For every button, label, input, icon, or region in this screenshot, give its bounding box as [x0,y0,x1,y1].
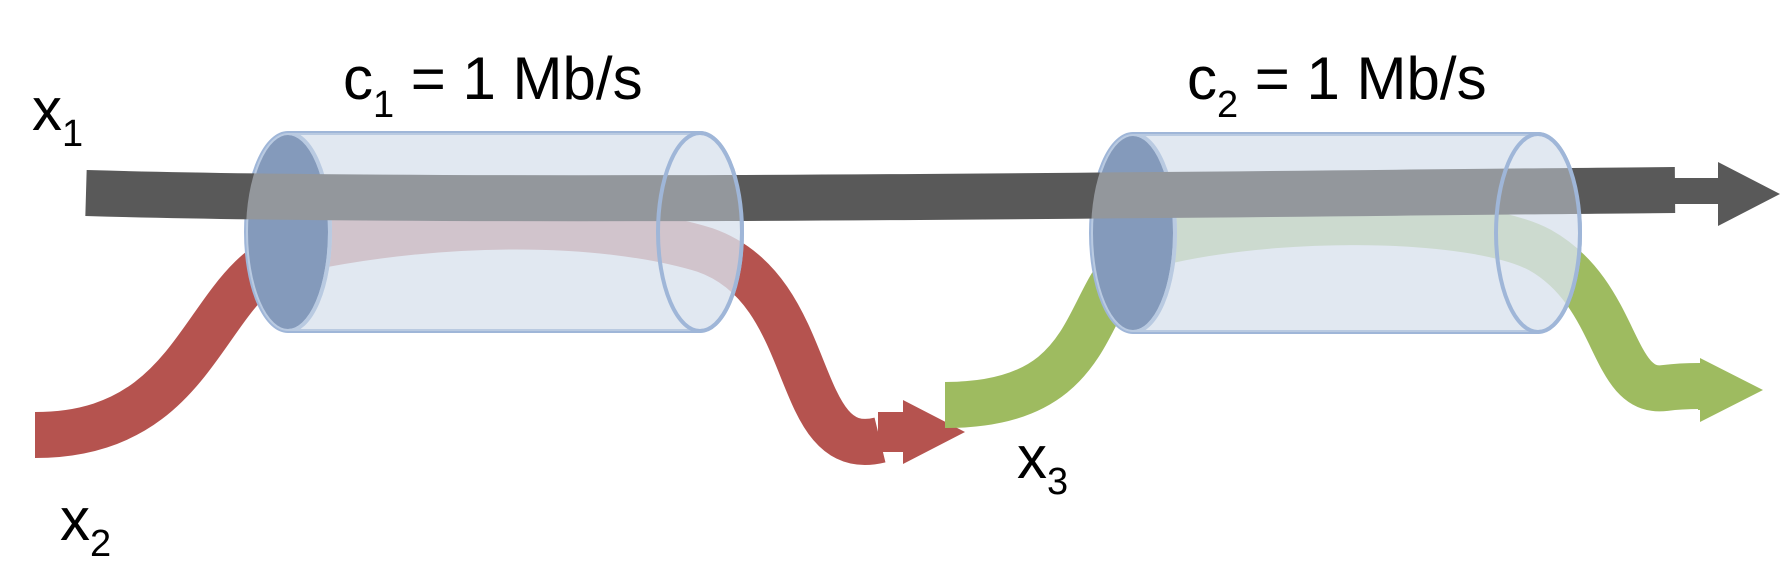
pipe-overlays [246,131,1582,335]
flow-x1 [85,162,1780,226]
flow-x1-path [85,167,1676,222]
flow-x3-label: x3 [1017,424,1068,503]
link-c2-label: c2 = 1 Mb/s [1187,45,1487,126]
link-c2-overlay [1091,134,1580,332]
flow-x1-arrowhead [1673,162,1780,226]
link-c1-label: c1 = 1 Mb/s [343,45,643,126]
flow-x2-arrowhead [878,400,965,464]
flow-x1-label: x1 [32,76,83,155]
link-c2-exit-rim [1494,132,1582,335]
flow-x3-arrowhead [1698,358,1763,422]
link-c1-exit-rim [656,131,744,334]
link-c1-overlay [246,133,742,331]
flow-x2-label: x2 [60,486,111,565]
